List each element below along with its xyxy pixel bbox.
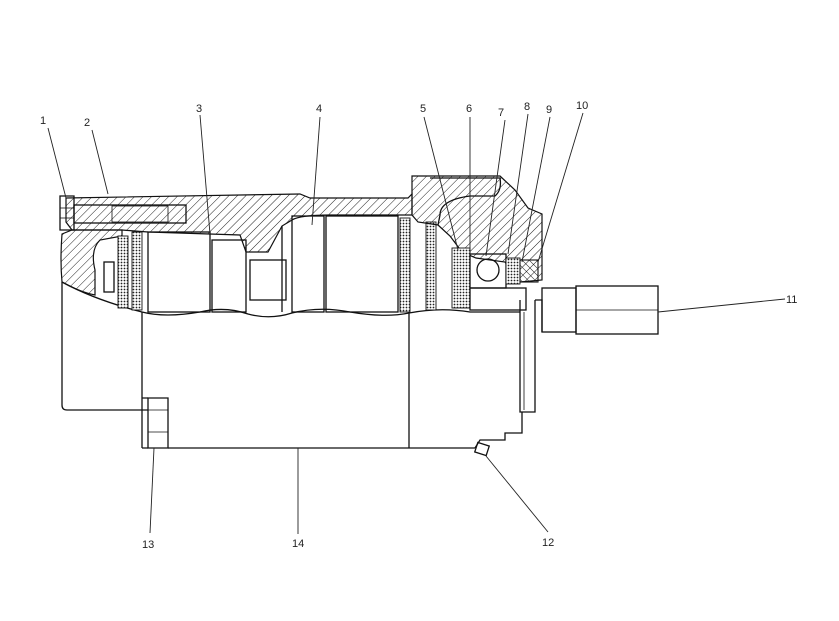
gear-section-rear [103,231,247,313]
callout-1: 1 [40,115,46,127]
callout-labels: 1 2 3 4 5 6 7 8 9 10 11 12 13 14 [40,100,797,551]
rear-cover-section [60,229,123,296]
gear-section-front [249,215,437,313]
callout-7: 7 [498,107,504,119]
callout-14: 14 [292,538,304,550]
callout-8: 8 [524,101,530,113]
drive-shaft [541,285,659,335]
callout-11: 11 [786,294,797,306]
leader-lines [47,112,786,534]
callout-2: 2 [84,117,90,129]
callout-10: 10 [576,100,588,112]
callout-4: 4 [316,103,322,115]
pump-body-outline [61,281,543,449]
callout-13: 13 [142,539,154,551]
callout-9: 9 [546,104,552,116]
front-bearing-housing-section [411,175,543,283]
drain-plug [142,397,169,449]
bleed-fitting [473,441,491,457]
bearing-seal-pack [451,247,539,311]
callout-6: 6 [466,103,472,115]
callout-3: 3 [196,103,202,115]
callout-5: 5 [420,103,426,115]
callout-12: 12 [542,537,554,549]
housing-shell-section [59,192,413,253]
